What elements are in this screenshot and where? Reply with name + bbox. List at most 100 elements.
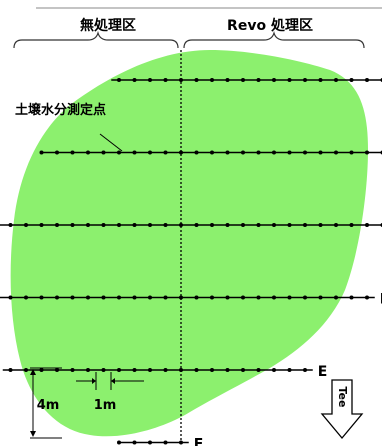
measure-point	[303, 150, 307, 155]
measure-point	[70, 150, 75, 155]
measure-point	[272, 78, 276, 82]
measure-point	[194, 78, 199, 82]
height-dimension	[30, 367, 62, 439]
measure-point	[39, 295, 44, 300]
measure-point	[287, 295, 292, 300]
measure-point	[334, 295, 338, 300]
measure-point	[272, 150, 276, 155]
measure-point	[349, 78, 354, 82]
measure-point	[148, 223, 152, 227]
measure-point	[8, 223, 13, 227]
measure-point	[55, 368, 59, 372]
measure-point	[241, 295, 245, 300]
measure-point	[256, 223, 261, 227]
measure-point	[163, 150, 168, 155]
measure-point	[225, 223, 230, 227]
measure-point	[349, 295, 354, 300]
measure-point	[179, 368, 183, 372]
measure-point	[365, 78, 369, 82]
measure-point	[334, 78, 338, 82]
tee-direction-arrow: Tee	[320, 379, 364, 440]
measurement-rows: ABCDEF	[0, 78, 382, 446]
measure-point	[287, 223, 292, 227]
treated-zone-brace	[183, 30, 365, 49]
measure-point	[39, 150, 44, 155]
measure-point	[210, 78, 214, 82]
measure-point	[303, 295, 307, 300]
measure-point-label: 土壌水分測定点	[15, 102, 106, 118]
measure-point	[318, 295, 323, 300]
measure-point	[86, 368, 90, 372]
row-label-d: D	[380, 292, 382, 308]
measure-point	[349, 223, 354, 227]
measure-point	[241, 223, 245, 227]
measure-point	[287, 368, 292, 372]
measure-point	[117, 78, 121, 82]
measure-point	[179, 295, 183, 300]
measure-point	[365, 223, 369, 227]
measure-point	[225, 368, 230, 372]
measure-point	[132, 150, 137, 155]
measure-point	[24, 368, 28, 372]
row-label-f: F	[194, 437, 204, 446]
measure-point	[148, 295, 152, 300]
measure-point	[179, 150, 183, 155]
measure-point	[256, 150, 261, 155]
spacing-label: 1m	[94, 398, 117, 413]
measure-point	[318, 78, 323, 82]
measure-point	[8, 295, 13, 300]
measure-point	[256, 78, 261, 82]
measure-point	[225, 150, 230, 155]
spacing-dimension	[76, 372, 144, 390]
measure-point	[303, 368, 307, 372]
measure-point	[117, 223, 121, 227]
measure-point	[55, 150, 59, 155]
measure-point	[163, 78, 168, 82]
measure-point	[256, 368, 261, 372]
tee-label: Tee	[336, 387, 349, 408]
measure-point	[55, 223, 59, 227]
measure-point	[8, 368, 13, 372]
measure-point	[303, 223, 307, 227]
row-label-e: E	[318, 364, 328, 380]
measure-point	[256, 295, 261, 300]
measure-point	[24, 295, 28, 300]
measure-point	[365, 295, 369, 300]
measure-point	[210, 223, 214, 227]
measure-point-leader	[99, 133, 123, 152]
measure-point	[179, 440, 183, 445]
height-label: 4m	[37, 398, 60, 413]
measure-point	[241, 150, 245, 155]
field-area	[10, 50, 368, 437]
measure-point	[225, 295, 230, 300]
measure-point	[148, 368, 152, 372]
measure-point	[101, 223, 106, 227]
untreated-zone-label: 無処理区	[80, 17, 136, 34]
measure-point	[272, 223, 276, 227]
measure-point	[349, 150, 354, 155]
measure-point	[210, 150, 214, 155]
measure-point	[163, 368, 168, 372]
measure-point	[179, 223, 183, 227]
measure-point	[132, 368, 137, 372]
measure-point	[117, 150, 121, 155]
measure-point	[287, 78, 292, 82]
measure-point	[101, 150, 106, 155]
measure-point	[86, 295, 90, 300]
treated-zone-label: Revo 処理区	[227, 17, 313, 34]
measure-point	[86, 223, 90, 227]
measure-point	[101, 368, 106, 372]
measure-point	[272, 295, 276, 300]
measure-point	[225, 78, 230, 82]
measure-point	[210, 295, 214, 300]
measure-point	[24, 223, 28, 227]
measure-point	[70, 295, 75, 300]
measure-point	[55, 295, 59, 300]
measure-point	[365, 150, 369, 155]
measure-point	[210, 368, 214, 372]
measure-point	[39, 368, 44, 372]
measure-point	[163, 440, 168, 445]
measure-point	[334, 150, 338, 155]
measure-point	[334, 223, 338, 227]
measure-point	[241, 78, 245, 82]
